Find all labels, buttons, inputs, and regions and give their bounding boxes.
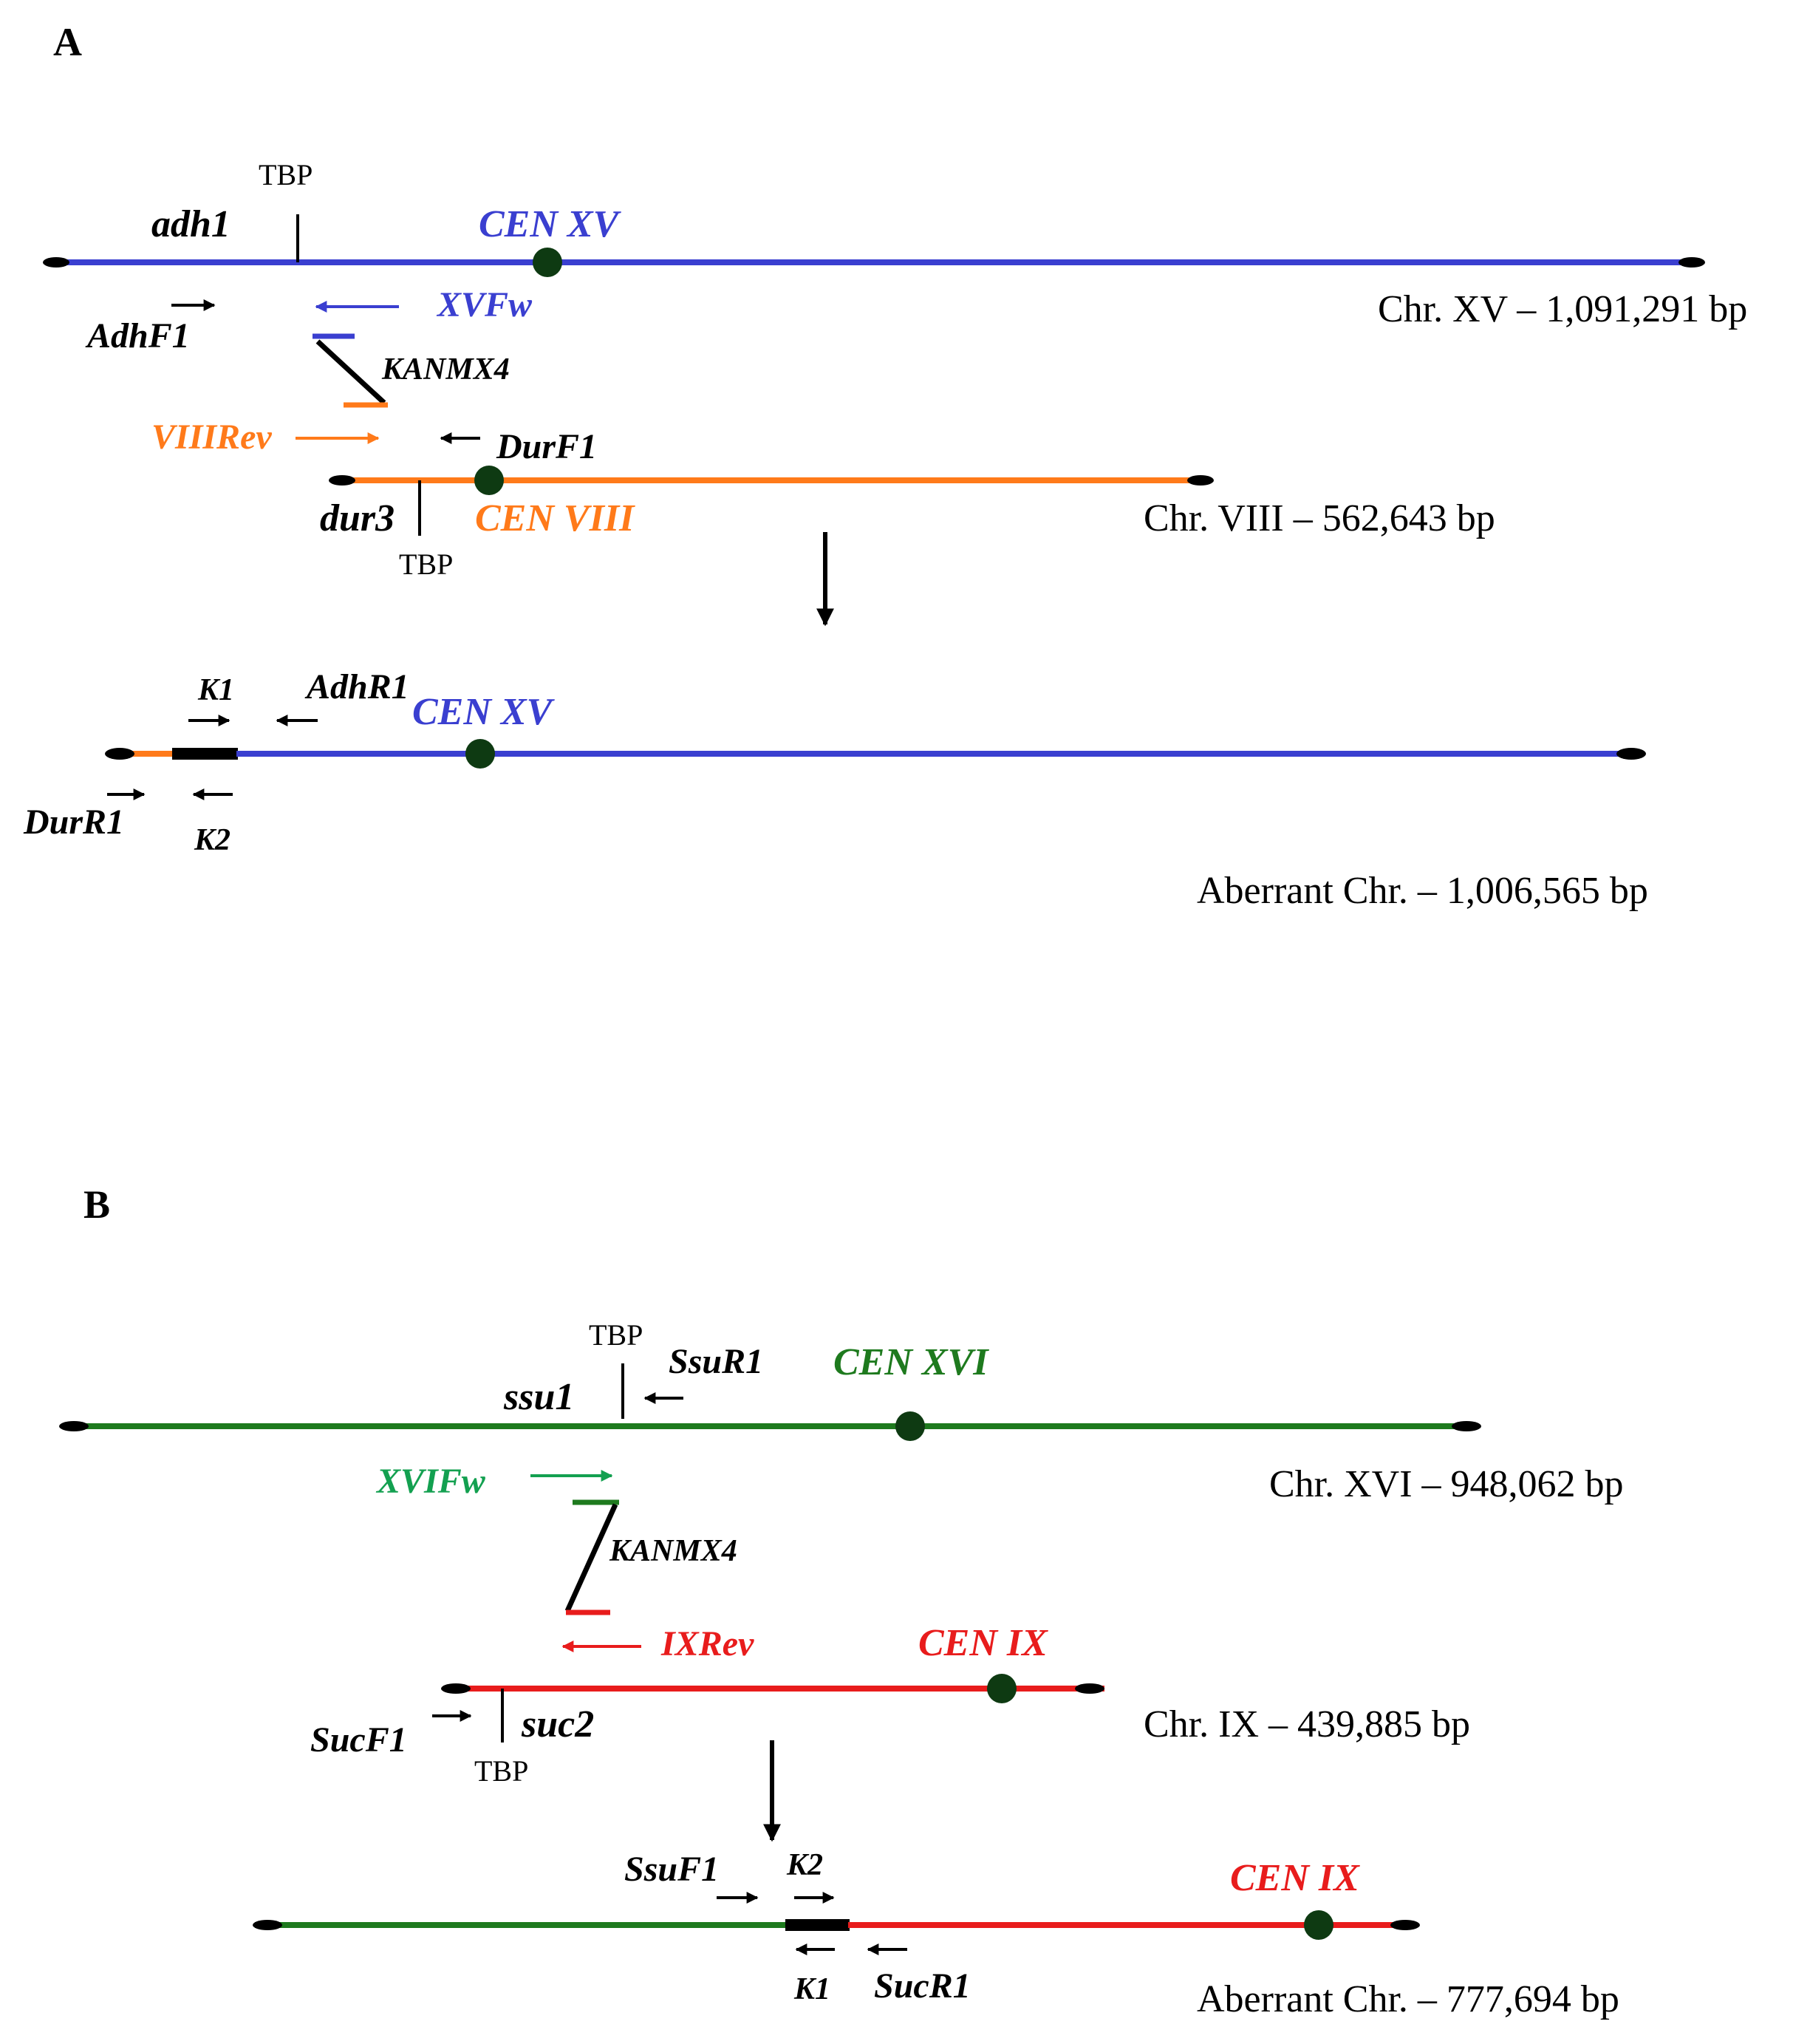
tbp-label-xvi: TBP bbox=[589, 1318, 643, 1352]
gene-ssu1-label: ssu1 bbox=[503, 1376, 574, 1418]
tbp-label-ix: TBP bbox=[474, 1754, 528, 1788]
chr-viii-size-label: Chr. VIII – 562,643 bp bbox=[1144, 497, 1495, 539]
panel-a-label: A bbox=[53, 20, 82, 64]
aberrant-chr-b: CEN IX bbox=[253, 1857, 1420, 1940]
chr-ix-right-telomere bbox=[1075, 1683, 1104, 1694]
chr-ix-size-label: Chr. IX – 439,885 bp bbox=[1144, 1703, 1470, 1745]
chr-xvi-size-label: Chr. XVI – 948,062 bp bbox=[1269, 1463, 1624, 1505]
kanmx4-label-b: KANMX4 bbox=[609, 1534, 737, 1568]
chr-xvi-left-telomere bbox=[59, 1421, 89, 1431]
aberrant-a-size-label: Aberrant Chr. – 1,006,565 bp bbox=[1197, 870, 1648, 912]
kanmx4-cassette-a: KANMX4 bbox=[313, 333, 510, 408]
cen-ix-aberrant-label: CEN IX bbox=[1230, 1857, 1360, 1899]
tbp-label-viii: TBP bbox=[399, 548, 453, 581]
primer-viiirev-label: VIIIRev bbox=[151, 418, 272, 457]
aberrant-a-right-telomere bbox=[1616, 748, 1646, 760]
chr-xv-left-telomere bbox=[43, 257, 69, 268]
cen-xv-centromere bbox=[533, 248, 562, 277]
chr-xvi: TBP ssu1 CEN XVI Chr. XVI – 948,062 bp bbox=[59, 1318, 1624, 1505]
cen-ix-centromere bbox=[987, 1674, 1017, 1703]
chr-xv-size-label: Chr. XV – 1,091,291 bp bbox=[1378, 288, 1747, 330]
kanmx4-body-b bbox=[564, 1503, 618, 1612]
panel-b: B TBP ssu1 CEN XVI Chr. XVI – 948,062 bp… bbox=[59, 1182, 1624, 2020]
gene-adh1-label: adh1 bbox=[151, 203, 230, 245]
tbp-label-xv: TBP bbox=[259, 158, 313, 191]
aberrant-b-size-label: Aberrant Chr. – 777,694 bp bbox=[1197, 1978, 1619, 2020]
primer-k1-label-a: K1 bbox=[197, 673, 234, 707]
primer-k1-label-b: K1 bbox=[793, 1972, 830, 2006]
aberrant-a-left-telomere bbox=[105, 748, 134, 760]
cen-xv-label: CEN XV bbox=[479, 203, 622, 245]
aberrant-a-centromere bbox=[465, 739, 495, 769]
primer-durr1-label: DurR1 bbox=[23, 803, 124, 842]
cen-xv-aberrant-label: CEN XV bbox=[412, 691, 556, 733]
chr-xv-right-telomere bbox=[1678, 257, 1705, 268]
aberrant-b-centromere bbox=[1304, 1910, 1333, 1940]
primer-sucf1-label: SucF1 bbox=[310, 1720, 407, 1759]
cen-viii-centromere bbox=[474, 466, 504, 495]
primer-adhf1-label: AdhF1 bbox=[85, 316, 190, 355]
chr-xv: TBP adh1 CEN XV Chr. XV – 1,091,291 bp bbox=[43, 158, 1747, 330]
gene-dur3-label: dur3 bbox=[320, 497, 395, 539]
panel-a: A TBP adh1 CEN XV Chr. XV – 1,091,291 bp… bbox=[23, 20, 1747, 912]
primer-durf1-label: DurF1 bbox=[496, 427, 597, 466]
cen-viii-label: CEN VIII bbox=[475, 497, 635, 539]
primer-xvfw-label: XVFw bbox=[436, 285, 533, 324]
aberrant-b-left-telomere bbox=[253, 1920, 282, 1930]
chr-ix: suc2 TBP Chr. IX – 439,885 bp bbox=[441, 1674, 1470, 1788]
primer-ixrev-label: IXRev bbox=[660, 1624, 754, 1663]
primer-ssuf1-label: SsuF1 bbox=[624, 1850, 719, 1889]
primer-k2-label-b: K2 bbox=[786, 1848, 823, 1882]
chr-viii: dur3 CEN VIII TBP Chr. VIII – 562,643 bp bbox=[320, 466, 1495, 581]
aberrant-chr-a: CEN XV bbox=[105, 691, 1646, 769]
gene-suc2-label: suc2 bbox=[521, 1703, 594, 1745]
primer-adhr1-label: AdhR1 bbox=[304, 667, 409, 706]
primer-xvifw-label: XVIFw bbox=[375, 1462, 486, 1501]
cen-ix-label: CEN IX bbox=[918, 1622, 1048, 1664]
chr-viii-right-telomere bbox=[1187, 475, 1214, 486]
primer-sucr1-label: SucR1 bbox=[874, 1966, 971, 2006]
kanmx4-label-a: KANMX4 bbox=[381, 352, 510, 386]
cen-xvi-centromere bbox=[895, 1411, 925, 1441]
chr-xvi-right-telomere bbox=[1452, 1421, 1481, 1431]
kanmx4-body bbox=[315, 339, 386, 405]
cen-xvi-label: CEN XVI bbox=[833, 1341, 989, 1383]
aberrant-b-right-telomere bbox=[1390, 1920, 1420, 1930]
panel-b-label: B bbox=[83, 1182, 110, 1227]
chr-viii-left-telomere bbox=[329, 475, 355, 486]
primer-ssur1-label: SsuR1 bbox=[669, 1342, 763, 1381]
primer-k2-label-a: K2 bbox=[194, 823, 230, 857]
kanmx4-cassette-b: KANMX4 bbox=[564, 1499, 737, 1615]
chr-ix-left-telomere bbox=[441, 1683, 471, 1694]
